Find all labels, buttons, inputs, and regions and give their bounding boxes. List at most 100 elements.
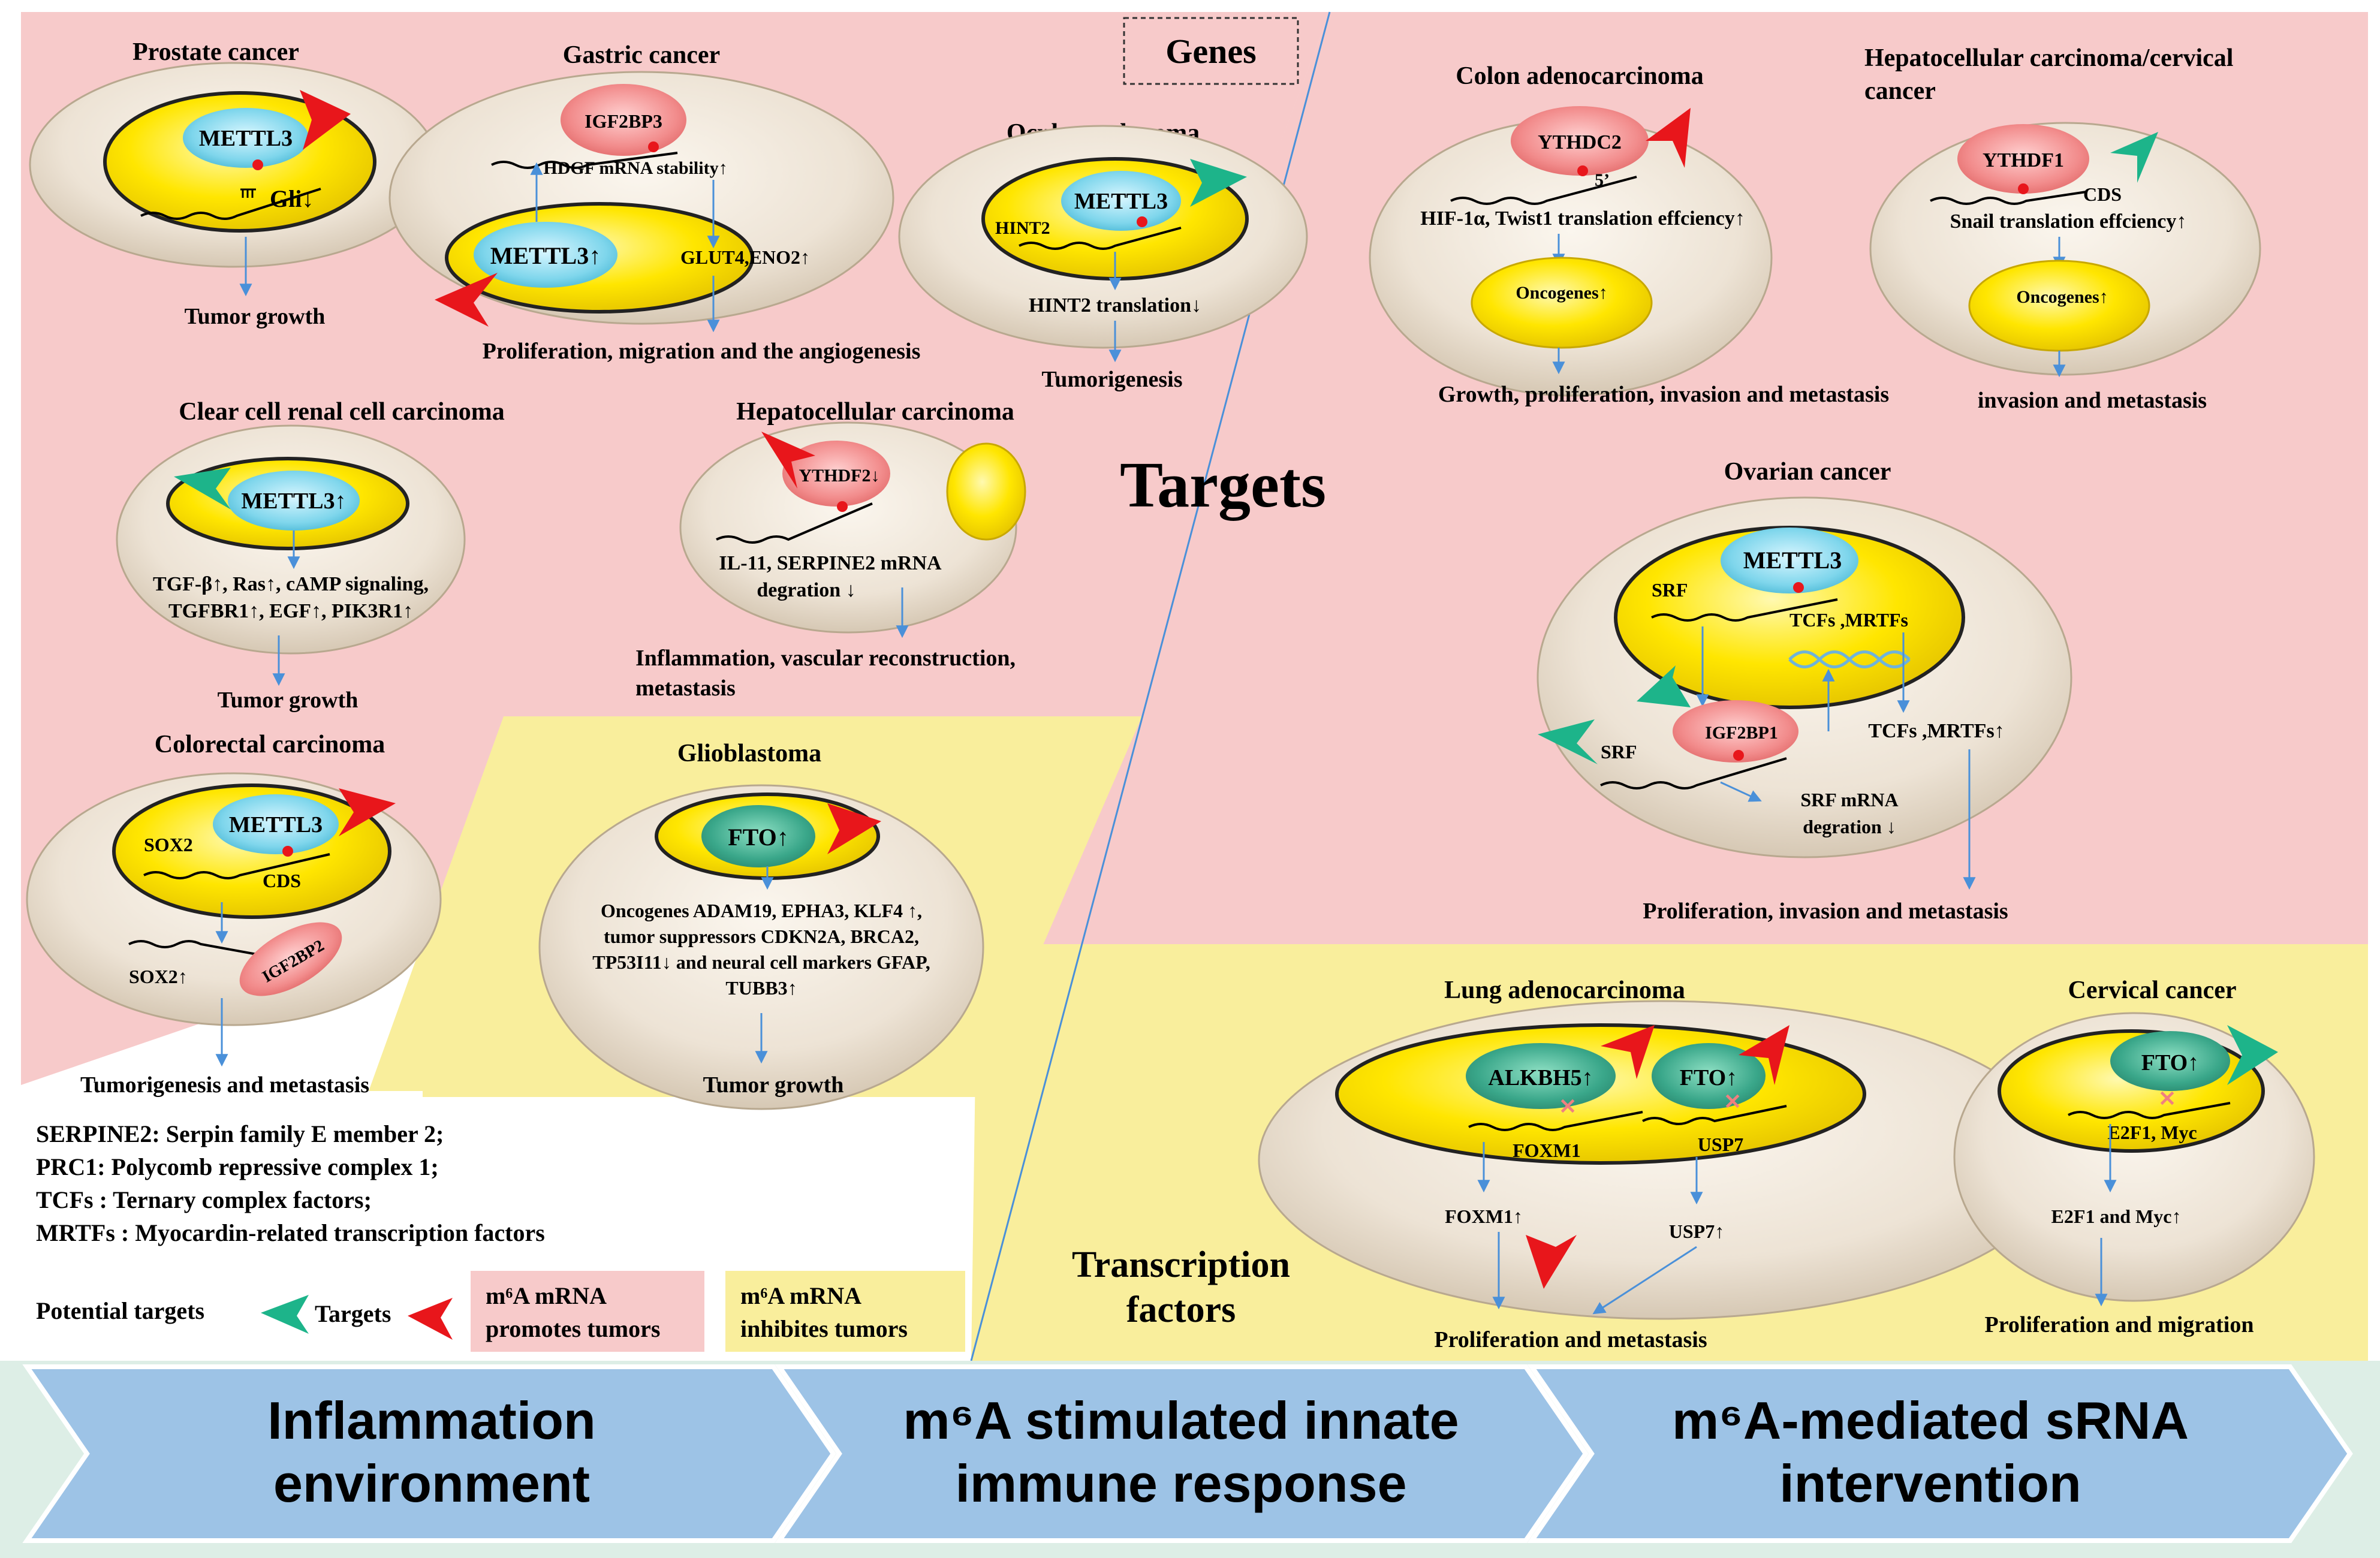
ythdf2-label: YTHDF2↓ <box>799 466 880 486</box>
legend-promotes-swatch <box>471 1271 704 1352</box>
colon-outcome: Growth, proliferation, invasion and meta… <box>1438 382 1889 407</box>
glio-line1: Oncogenes ADAM19, EPHA3, KLF4 ↑, <box>601 900 922 921</box>
fto-label: FTO↑ <box>728 824 789 851</box>
hint2-note: HINT2 translation↓ <box>1029 294 1201 317</box>
ocular-outcome: Tumorigenesis <box>1041 367 1182 392</box>
unmark-x: ✕ <box>1724 1090 1742 1114</box>
flow-arrow <box>1592 1246 1697 1315</box>
legend: Potential targets Targets m⁶A mRNA promo… <box>36 1271 965 1352</box>
e2f1-myc: E2F1, Myc <box>2107 1122 2197 1143</box>
potential-target-arrow <box>174 468 231 510</box>
target-arrow <box>339 788 396 836</box>
abbr-line: MRTFs : Myocardin-related transcription … <box>36 1219 545 1246</box>
potential-target-arrow <box>2110 132 2158 183</box>
banner-step-2 <box>775 1364 1589 1543</box>
fto-label: FTO↑ <box>2141 1050 2199 1075</box>
foxm1-up: FOXM1↑ <box>1445 1206 1523 1227</box>
hcc2-outcome: invasion and metastasis <box>1978 388 2207 413</box>
banner-step-1 <box>22 1364 836 1543</box>
mrna-strand <box>1600 757 1787 789</box>
e2f1-up: E2F1 and Myc↑ <box>2051 1206 2182 1227</box>
banner-step1-line1: Inflammation <box>267 1391 596 1450</box>
glioblastoma-title: Glioblastoma <box>677 740 821 767</box>
genes-box <box>1123 17 1299 85</box>
mettl3-label: METTL3 <box>1074 189 1168 214</box>
mettl3-enzyme <box>474 222 617 288</box>
panel-gastric-cancer: Gastric cancer IGF2BP3 HDGF mRNA stabili… <box>388 41 920 364</box>
mrna-strand <box>1930 191 2087 205</box>
headers: Genes Targets Transcription factors <box>1072 17 1326 1330</box>
prostate-outcome: Tumor growth <box>185 304 326 329</box>
panel-ovarian-cancer: Ovarian cancer METTL3 SRF TCFs ,MRTFs IG… <box>1537 458 2072 924</box>
panel-ccrcc: Clear cell renal cell carcinoma METTL3↑ … <box>116 398 505 713</box>
target-arrow <box>761 432 815 489</box>
lung-outcome: Proliferation and metastasis <box>1434 1327 1707 1352</box>
banner-step-3 <box>1527 1364 2353 1543</box>
abbr-line: SERPINE2: Serpin family E member 2; <box>36 1120 444 1147</box>
srf-inner: SRF <box>1652 579 1688 601</box>
abbreviations: SERPINE2: Serpin family E member 2; PRC1… <box>36 1120 545 1246</box>
five-prime: 5’ <box>1595 170 1610 190</box>
hcc2-note: Snail translation effciency↑ <box>1950 210 2187 233</box>
srf-note1: SRF mRNA <box>1800 789 1898 810</box>
prostate-title: Prostate cancer <box>132 38 299 66</box>
panel-glioblastoma: Glioblastoma FTO↑ Oncogenes ADAM19, EPHA… <box>538 740 984 1110</box>
mrna-strand <box>143 853 330 879</box>
hcc1-outcome2: metastasis <box>635 676 736 701</box>
legend-inhibits-2: inhibites tumors <box>740 1315 908 1342</box>
abbr-line: TCFs : Ternary complex factors; <box>36 1186 372 1213</box>
potential-target-arrow <box>1637 665 1691 707</box>
legend-inhibits-swatch <box>725 1271 965 1352</box>
mettl3-label: METTL3 <box>1743 547 1842 574</box>
target-arrow <box>1526 1235 1577 1289</box>
gli-gene: Gli↓ <box>270 185 314 212</box>
hint2-gene: HINT2 <box>995 218 1050 238</box>
m6a-dot <box>1577 165 1588 176</box>
igf2bp2-reader <box>239 922 342 996</box>
mettl3-enzyme <box>1721 528 1858 593</box>
target-arrow <box>300 90 351 150</box>
ythdf1-label: YTHDF1 <box>1983 149 2064 171</box>
cervical-outcome: Proliferation and migration <box>1985 1312 2254 1337</box>
igf2bp1-label: IGF2BP1 <box>1705 723 1778 743</box>
mettl3-label: METTL3 <box>199 126 293 151</box>
m6a-dot <box>1793 582 1804 593</box>
target-arrow <box>1601 1025 1655 1079</box>
potential-target-arrow <box>261 1295 309 1334</box>
panel-hcc-cervical: Hepatocellular carcinoma/cervical cancer… <box>1864 44 2261 413</box>
mettl3-label: METTL3↑ <box>241 489 346 514</box>
glio-line2: tumor suppressors CDKN2A, BRCA2, <box>604 926 919 947</box>
tcfs-inner: TCFs ,MRTFs <box>1789 609 1908 631</box>
ccrcc-title: Clear cell renal cell carcinoma <box>179 398 505 426</box>
legend-potential-targets: Potential targets <box>36 1297 204 1324</box>
lung-title: Lung adenocarcinoma <box>1444 977 1685 1004</box>
cell <box>538 784 984 1110</box>
colorectal-outcome: Tumorigenesis and metastasis <box>80 1072 369 1098</box>
banner-step2-line2: immune response <box>955 1454 1406 1513</box>
panel-colorectal: Colorectal carcinoma METTL3 SOX2 CDS IGF… <box>26 731 442 1098</box>
potential-target-arrow <box>1190 159 1247 207</box>
ccrcc-line1: TGF-β↑, Ras↑, cAMP signaling, <box>153 573 429 595</box>
ccrcc-line2: TGFBR1↑, EGF↑, PIK3R1↑ <box>168 600 413 622</box>
ccrcc-outcome: Tumor growth <box>218 688 358 713</box>
colorectal-title: Colorectal carcinoma <box>155 731 385 758</box>
ythdf1-reader <box>1957 124 2089 194</box>
mrna-strand <box>128 940 267 957</box>
glio-outcome: Tumor growth <box>703 1072 844 1098</box>
panel-cervical-cancer: Cervical cancer FTO↑ ✕ E2F1, Myc E2F1 an… <box>1953 977 2315 1337</box>
m6a-dot <box>282 846 293 857</box>
mettl3-enzyme <box>228 471 360 531</box>
hcc2-title2: cancer <box>1864 77 1936 105</box>
sox2-up: SOX2↑ <box>129 966 188 987</box>
oncogenes: Oncogenes↑ <box>2016 287 2108 307</box>
banner-step3-line2: intervention <box>1779 1454 2081 1513</box>
bottom-banner: Inflammation environment m⁶A stimulated … <box>0 1361 2380 1558</box>
usp7-up: USP7↑ <box>1669 1221 1724 1242</box>
igf2bp1-reader <box>1673 700 1798 763</box>
foxm1-gene: FOXM1 <box>1513 1140 1581 1161</box>
legend-targets: Targets <box>315 1300 391 1327</box>
mrna-strand <box>716 502 873 544</box>
targets-header: Targets <box>1120 450 1326 521</box>
target-arrow <box>408 1298 453 1340</box>
